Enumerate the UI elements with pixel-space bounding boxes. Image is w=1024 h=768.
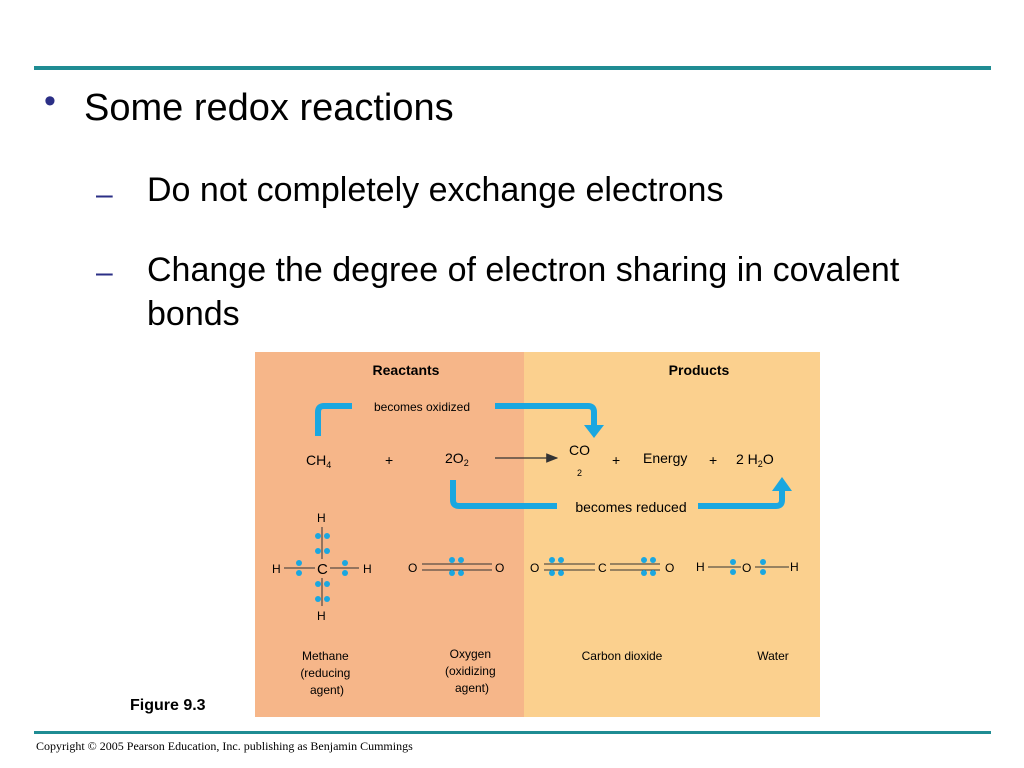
figure-caption: Figure 9.3 [130, 697, 206, 714]
ch4-formula: CH4 [306, 452, 331, 470]
oxygen-label: Oxygen (oxidizing agent) [445, 647, 499, 695]
svg-text:C: C [317, 561, 328, 578]
oxygen-structure: O O [408, 557, 504, 576]
svg-text:O: O [495, 561, 504, 575]
carbon-dioxide-label: Carbon dioxide [582, 649, 663, 663]
co2-formula: CO [569, 442, 590, 458]
svg-text:O: O [408, 561, 417, 575]
svg-text:H: H [317, 511, 326, 525]
plus-sign-1: + [385, 452, 393, 468]
plus-sign-2: + [612, 452, 620, 468]
reduced-arrow [450, 477, 792, 509]
svg-text:H: H [272, 562, 281, 576]
dash-1: – [96, 178, 113, 211]
copyright-footer: Copyright © 2005 Pearson Education, Inc.… [36, 739, 413, 753]
bottom-rule [34, 731, 991, 734]
svg-text:C: C [598, 561, 607, 575]
dash-2: – [96, 256, 113, 289]
redox-figure: Reactants Products becomes oxidized beco… [255, 352, 820, 717]
svg-text:O: O [665, 561, 674, 575]
svg-text:H: H [317, 609, 326, 623]
plus-sign-3: + [709, 452, 717, 468]
o2-formula: 2O2 [445, 450, 469, 468]
reactants-panel [255, 352, 524, 717]
svg-text:H: H [696, 560, 705, 574]
products-header: Products [669, 362, 730, 378]
methane-structure: H H C H H [272, 511, 372, 623]
svg-text:O: O [530, 561, 539, 575]
energy-label: Energy [643, 450, 687, 466]
co2-structure: O C O [530, 557, 674, 576]
figure-drawing: Reactants Products becomes oxidized beco… [272, 362, 799, 697]
h2o-formula: 2 H2O [736, 451, 774, 469]
products-panel [524, 352, 820, 717]
water-structure: H O H [696, 559, 799, 575]
co2-subscript: 2 [577, 468, 582, 478]
water-label: Water [757, 649, 789, 663]
svg-text:H: H [363, 562, 372, 576]
svg-text:H: H [790, 560, 799, 574]
sub-bullet-2: Change the degree of electron sharing in… [147, 251, 900, 333]
methane-label: Methane (reducing agent) [300, 649, 353, 697]
svg-text:O: O [742, 561, 751, 575]
top-rule [34, 66, 991, 70]
reactants-header: Reactants [373, 362, 440, 378]
bullet-dot: • [44, 82, 56, 120]
oxidized-arrow [315, 403, 604, 438]
sub-bullet-1: Do not completely exchange electrons [147, 171, 724, 209]
becomes-reduced-label: becomes reduced [575, 499, 686, 515]
becomes-oxidized-label: becomes oxidized [374, 400, 470, 414]
bullet-main: Some redox reactions [84, 87, 454, 129]
